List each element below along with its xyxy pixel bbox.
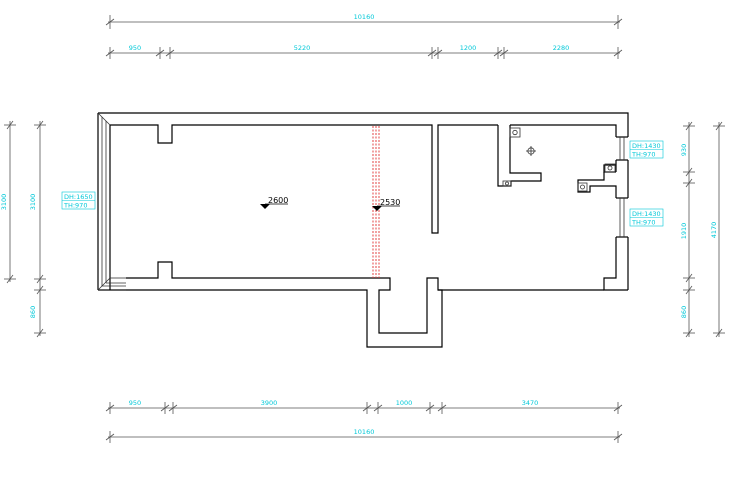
left-window-th: TH:970 [63,202,87,210]
left-dimensions: 3100 3100 860 [0,120,46,338]
top-segment-1-label: 950 [129,44,141,52]
right-window-upper [619,137,625,160]
bottom-segment-2-label: 3900 [261,399,278,407]
left-inner-label: 3100 [29,194,37,211]
right-overall-label: 4170 [710,222,718,239]
level-beam-label: 2530 [380,198,400,207]
level-living-label: 2600 [268,196,288,205]
fixtures [502,127,616,192]
right-window-upper-label: DH:1430 TH:970 [629,140,664,159]
bottom-overall-label: 10160 [354,428,375,436]
top-segment-2-label: 5220 [294,44,311,52]
level-triangle-icon [372,206,382,211]
level-marker-living: 2600 [260,196,288,209]
right-dimensions: 930 1910 860 4170 [680,121,725,338]
top-overall-label: 10160 [354,13,375,21]
right-window-lower-dh: DH:1430 [632,210,661,218]
left-window-dh: DH:1650 [64,193,93,201]
right-segment-1-label: 930 [680,144,688,156]
ceiling-beam [372,126,380,278]
top-overall-dimension: 10160 [105,13,623,29]
left-lower-label: 860 [29,306,37,318]
right-segment-3-label: 860 [680,306,688,318]
bottom-segment-3-label: 1000 [396,399,413,407]
bottom-segment-1-label: 950 [129,399,141,407]
top-segment-4-label: 2280 [553,44,570,52]
top-segment-3-label: 1200 [460,44,477,52]
exterior-walls [97,112,629,348]
left-window [97,112,126,291]
top-segment-dimensions: 950 5220 1200 2280 [105,44,623,59]
right-window-upper-th: TH:970 [631,151,655,159]
right-window-upper-dh: DH:1430 [632,142,661,150]
right-window-lower-th: TH:970 [631,219,655,227]
right-window-lower [619,198,625,237]
bottom-segment-dimensions: 950 3900 1000 3470 [105,399,623,414]
left-window-label: DH:1650 TH:970 [61,191,96,210]
level-triangle-icon [260,204,270,209]
right-window-lower-label: DH:1430 TH:970 [629,208,664,227]
bottom-overall-dimension: 10160 [105,428,623,443]
bottom-segment-4-label: 3470 [522,399,539,407]
right-segment-2-label: 1910 [680,223,688,240]
level-marker-beam: 2530 [372,198,400,211]
left-outer-label: 3100 [0,194,8,211]
